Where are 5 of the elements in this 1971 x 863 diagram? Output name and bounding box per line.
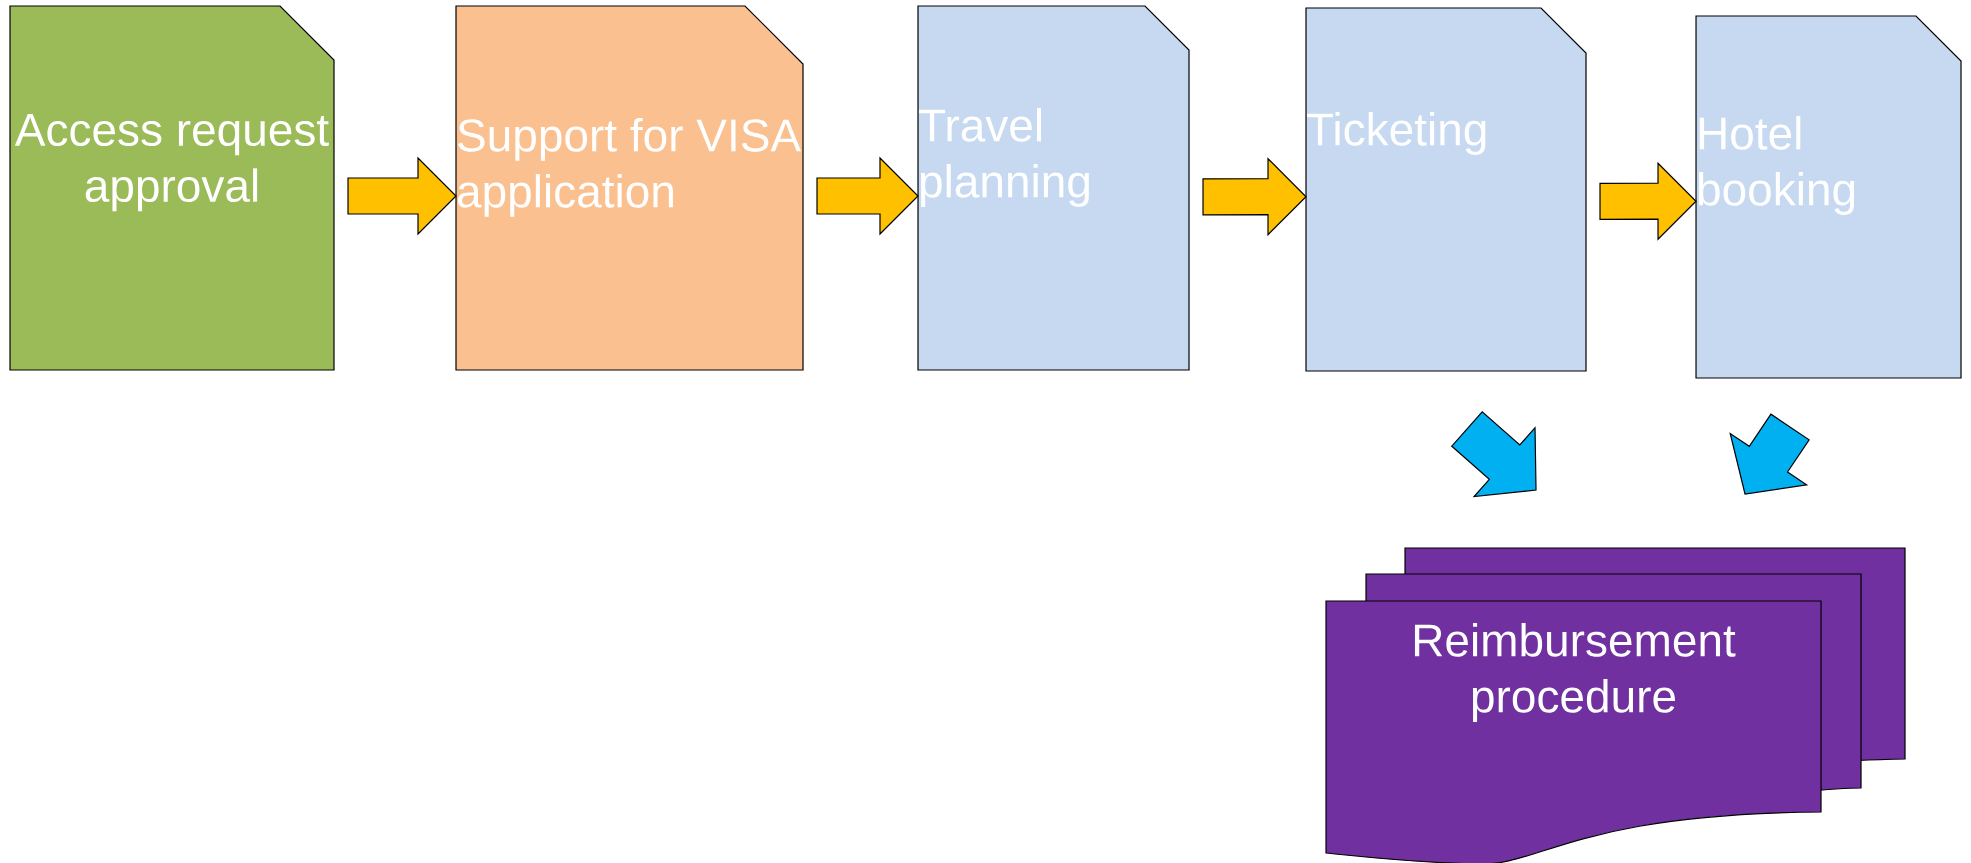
block-arrow [1599,161,1697,241]
block-arrow [347,156,457,236]
block-arrow [816,156,919,236]
block-arrow [1729,413,1810,495]
block-arrow [1202,157,1307,237]
